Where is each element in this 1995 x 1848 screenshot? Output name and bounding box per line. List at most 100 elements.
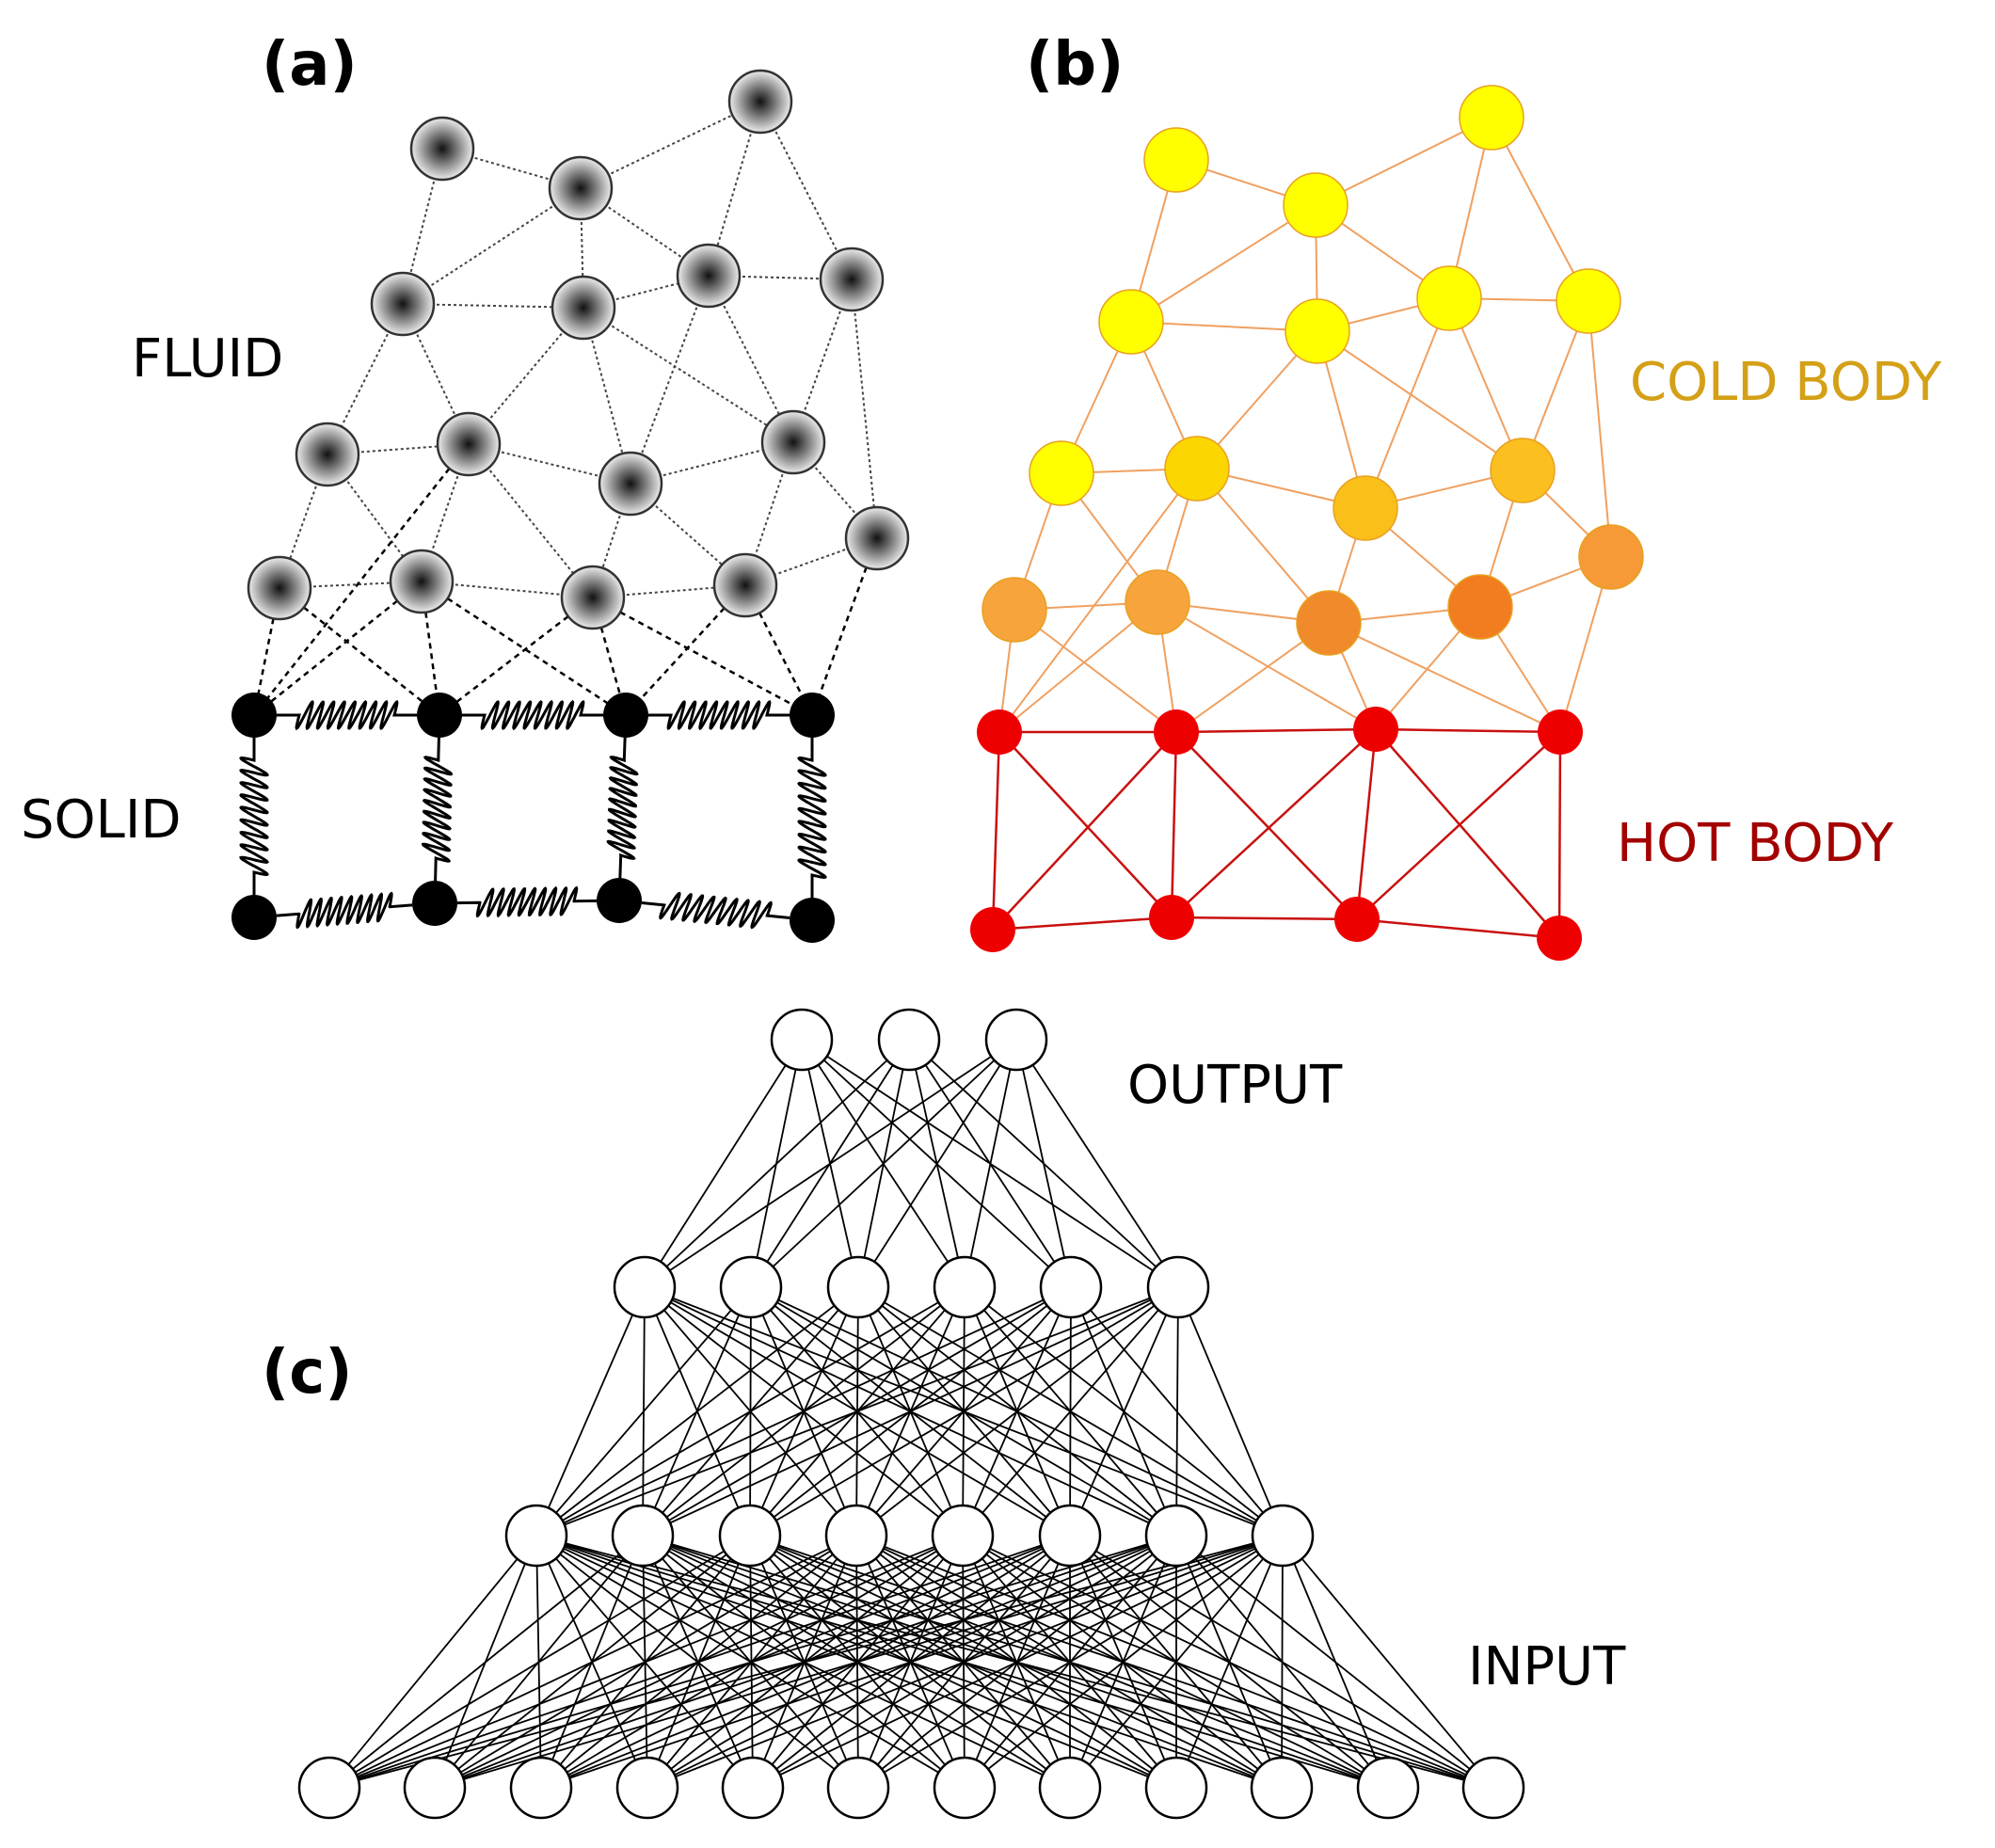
connection xyxy=(750,1039,1017,1288)
spring xyxy=(277,699,417,731)
fluid-particle xyxy=(727,69,793,135)
fluid-edge xyxy=(630,275,710,485)
cold-particle xyxy=(1447,574,1513,640)
solid-particle xyxy=(597,878,642,923)
solid-particle xyxy=(417,693,462,738)
connection xyxy=(644,1039,803,1288)
hot-edge xyxy=(1355,728,1378,920)
cold-particle xyxy=(1578,524,1644,590)
fluid-particle xyxy=(676,243,742,309)
connection xyxy=(857,1039,1017,1288)
hot-particle xyxy=(1334,897,1380,942)
connection xyxy=(328,1535,964,1789)
spring xyxy=(641,891,790,930)
interface-edge xyxy=(998,468,1198,733)
connection xyxy=(962,1286,1179,1537)
connection xyxy=(964,1535,1284,1789)
connection xyxy=(752,1535,1284,1789)
connection xyxy=(328,1535,857,1789)
hot-edge xyxy=(1171,728,1377,918)
connection xyxy=(540,1535,1284,1789)
hot-body-particles xyxy=(970,707,1583,961)
solid-label: SOLID xyxy=(21,789,181,851)
fluid-particle xyxy=(551,275,616,341)
interface-edge xyxy=(1013,609,1177,733)
network-connections xyxy=(328,1039,1494,1789)
hot-particle xyxy=(1154,709,1199,755)
cold-particle xyxy=(1283,172,1349,238)
interface-edge xyxy=(1157,601,1377,730)
fluid-edge xyxy=(792,441,878,539)
input-neuron xyxy=(933,1756,997,1820)
connection xyxy=(535,1286,859,1537)
cold-particle xyxy=(1416,265,1482,331)
interface-edge xyxy=(998,601,1158,733)
hot-body-edges xyxy=(991,727,1562,940)
hot-edge xyxy=(998,731,1173,918)
hot-particle xyxy=(970,907,1015,952)
connection xyxy=(857,1535,1284,1789)
hidden-neuron xyxy=(1038,1504,1102,1568)
hot-edge xyxy=(1375,728,1560,939)
cold-particle xyxy=(1333,475,1398,541)
fluid-particle xyxy=(370,271,436,337)
connection xyxy=(535,1286,966,1537)
input-neuron xyxy=(1356,1756,1420,1820)
interface-edge xyxy=(253,581,423,716)
panel-b: (b) COLD BODY HOT BODY xyxy=(970,30,1942,961)
output-neuron xyxy=(770,1008,834,1072)
cold-particle xyxy=(1285,298,1350,364)
spring xyxy=(606,737,639,879)
fluid-particle xyxy=(560,565,626,630)
cold-particle xyxy=(982,577,1047,643)
hidden-neuron xyxy=(826,1255,890,1319)
interface-edge xyxy=(592,596,813,717)
hidden-neuron xyxy=(1039,1255,1103,1319)
hidden-neuron xyxy=(718,1504,782,1568)
cold-edge xyxy=(1588,300,1612,558)
fluid-particle xyxy=(712,552,778,618)
fluid-edge xyxy=(851,279,878,539)
fluid-edge xyxy=(402,148,443,305)
hidden-neuron xyxy=(1144,1504,1208,1568)
hidden-neuron xyxy=(611,1504,675,1568)
cold-particle xyxy=(1556,268,1621,334)
solid-particle xyxy=(790,898,835,943)
connection xyxy=(1282,1535,1494,1789)
connection xyxy=(328,1535,1071,1789)
connection xyxy=(749,1286,1179,1537)
hot-edge xyxy=(1356,731,1561,920)
hidden-neuron xyxy=(824,1504,888,1568)
input-neuron xyxy=(1144,1756,1208,1820)
cold-particle xyxy=(1029,440,1094,506)
fluid-particle xyxy=(548,155,614,221)
fluid-particle xyxy=(436,411,502,477)
connection xyxy=(1015,1039,1179,1288)
fluid-edge xyxy=(583,307,794,443)
cold-edge xyxy=(1130,204,1317,323)
solid-particles xyxy=(231,693,835,943)
hot-edge xyxy=(991,731,1001,931)
hot-edge xyxy=(1171,916,1358,921)
connection xyxy=(328,1535,1177,1789)
cold-edge xyxy=(1315,117,1492,206)
input-neuron xyxy=(826,1756,890,1820)
interface-edge xyxy=(625,584,746,716)
hot-edge xyxy=(1375,727,1561,734)
connection xyxy=(535,1286,752,1537)
hot-edge xyxy=(992,731,1177,931)
spring xyxy=(456,885,598,918)
input-neuron xyxy=(1461,1756,1525,1820)
fluid-particle xyxy=(760,409,826,475)
hot-edge xyxy=(1170,731,1178,918)
fluid-particle xyxy=(409,116,475,182)
cold-particle xyxy=(1125,569,1190,635)
solid-particle xyxy=(412,881,457,926)
connection xyxy=(855,1286,1179,1537)
fluid-particle xyxy=(295,422,360,487)
connection xyxy=(1069,1535,1284,1789)
fluid-label: FLUID xyxy=(132,328,283,390)
fluid-edge xyxy=(580,101,761,189)
connection xyxy=(1015,1039,1072,1288)
